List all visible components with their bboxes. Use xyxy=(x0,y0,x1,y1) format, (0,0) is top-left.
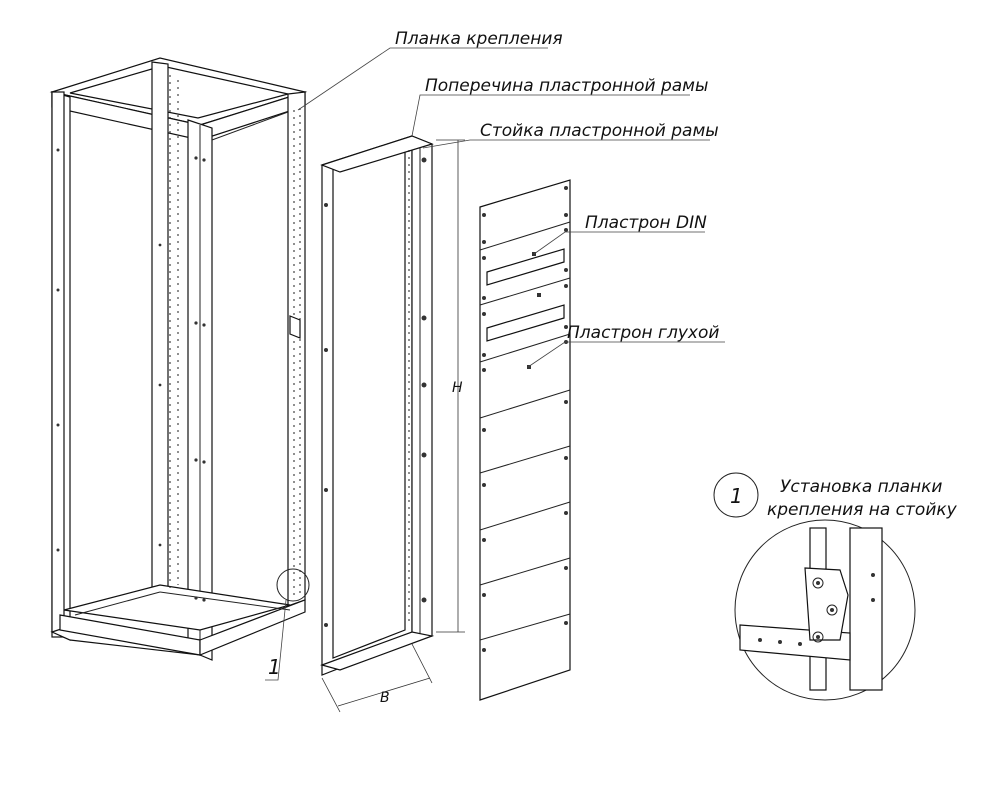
panel-frame xyxy=(320,135,435,676)
perforation-right xyxy=(293,108,301,600)
panels-stack xyxy=(479,179,571,701)
label-din-panel: Пластрон DIN xyxy=(585,213,707,233)
dimension-width-label: B xyxy=(380,690,390,706)
leader-lines xyxy=(265,47,725,681)
dimension-height-label: H xyxy=(452,380,463,396)
detail-callout-circle xyxy=(713,472,759,518)
detail-callout-number: 1 xyxy=(730,484,743,508)
label-mounting-strip: Планка крепления xyxy=(395,29,563,49)
label-frame-crossbar: Поперечина пластронной рамы xyxy=(425,76,708,96)
label-blank-panel: Пластрон глухой xyxy=(567,323,719,343)
perforation-left xyxy=(169,75,179,590)
detail-view xyxy=(713,472,916,701)
detail-title-line2: крепления на стойку xyxy=(767,500,958,520)
post-holes xyxy=(56,148,206,602)
detail-title-line1: Установка планки xyxy=(780,477,942,497)
label-frame-post: Стойка пластронной рамы xyxy=(480,121,719,141)
cabinet-frame xyxy=(49,57,310,661)
dimension-lines xyxy=(321,139,465,713)
detail-marker-number: 1 xyxy=(268,655,281,679)
